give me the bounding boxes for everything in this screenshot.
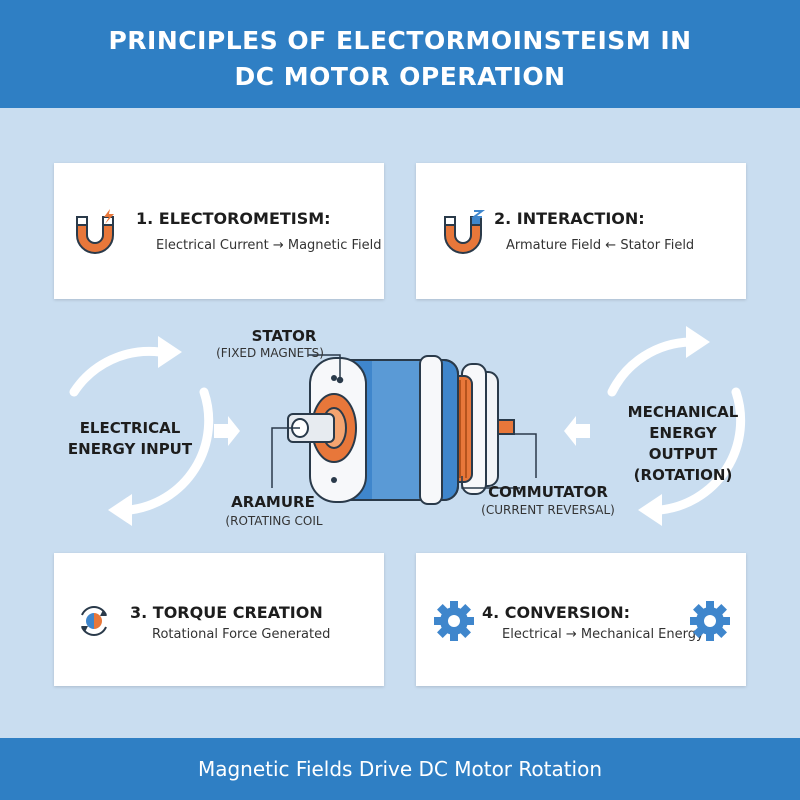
electrical-input-line-1: ELECTRICAL (79, 419, 181, 437)
right-cycle-arrows (607, 337, 746, 515)
title-line-1: PRINCIPLES OF ELECTORMOINSTEISM IN (108, 26, 692, 55)
leader-lines (271, 354, 537, 489)
mechanical-output-line-3: (ROTATION) (633, 466, 733, 484)
card-conversion: 4. CONVERSION: Electrical → Mechanical E… (416, 553, 746, 686)
left-cycle-arrowhead-top (158, 336, 182, 368)
mechanical-output-label: MECHANICAL ENERGY OUTPUT (ROTATION) (616, 402, 750, 486)
card-4-title: 4. CONVERSION: (482, 603, 631, 622)
right-cycle-arrowhead-bottom (638, 494, 662, 526)
card-3-title: 3. TORQUE CREATION (130, 603, 323, 622)
card-2-title: 2. INTERACTION: (494, 209, 645, 228)
gear-icon (690, 601, 730, 641)
left-flow-arrow (214, 416, 240, 446)
title-line-2: DC MOTOR OPERATION (234, 62, 566, 91)
card-interaction: 2. INTERACTION: Armature Field ← Stator … (416, 163, 746, 299)
right-flow-arrow (564, 416, 590, 446)
card-1-title: 1. ELECTOROMETISM: (136, 209, 331, 228)
card-1-description: Electrical Current → Magnetic Field (156, 238, 382, 253)
left-cycle-arrowhead-bottom (108, 494, 132, 526)
card-torque-creation: 3. TORQUE CREATION Rotational Force Gene… (54, 553, 384, 686)
card-3-description: Rotational Force Generated (152, 627, 331, 642)
card-4-description: Electrical → Mechanical Energy (502, 627, 704, 642)
right-cycle-arrowhead-top (686, 326, 710, 358)
gear-icon (434, 601, 474, 641)
mechanical-output-line-2: ENERGY OUTPUT (648, 424, 718, 463)
magnet-icon (76, 209, 114, 254)
footer-caption: Magnetic Fields Drive DC Motor Rotation (0, 738, 800, 800)
dc-motor (287, 355, 515, 505)
armature-label: ARAMURE (231, 493, 315, 511)
left-cycle-arrows (69, 346, 214, 515)
card-2-description: Armature Field ← Stator Field (506, 238, 695, 253)
card-electromagnetism: 1. ELECTOROMETISM: Electrical Current → … (54, 163, 384, 299)
magnet-icon (444, 210, 485, 254)
commutator-label: COMMUTATOR (488, 483, 608, 501)
electrical-input-line-2: ENERGY INPUT (67, 440, 193, 458)
electrical-input-label: ELECTRICAL ENERGY INPUT (66, 418, 194, 460)
armature-sublabel: (ROTATING COIL (225, 514, 323, 528)
header-banner: PRINCIPLES OF ELECTORMOINSTEISM IN DC MO… (0, 0, 800, 108)
commutator-sublabel: (CURRENT REVERSAL) (481, 503, 615, 517)
stator-sublabel: (FIXED MAGNETS) (216, 346, 324, 360)
rotation-icon (81, 606, 107, 636)
stator-label: STATOR (251, 327, 317, 345)
mechanical-output-line-1: MECHANICAL (627, 403, 739, 421)
